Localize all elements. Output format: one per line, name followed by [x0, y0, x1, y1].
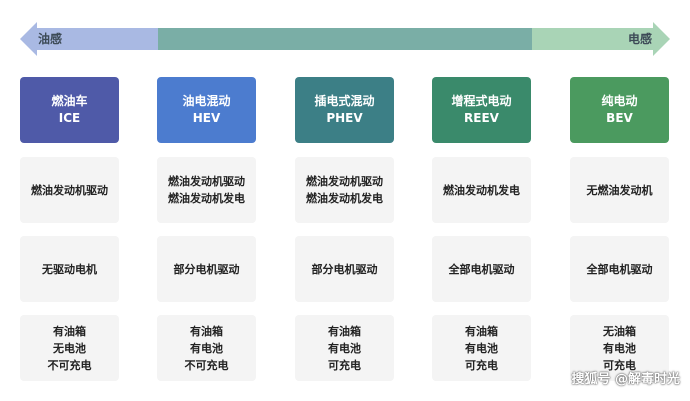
feature-line: 全部电机驱动	[586, 262, 653, 276]
column-header: 燃油车 ICE	[20, 77, 119, 143]
feature-line: 有电池	[328, 341, 361, 355]
feature-cell: 有油箱有电池不可充电	[157, 315, 256, 381]
feature-line: 有油箱	[328, 324, 361, 338]
feature-line: 有电池	[603, 341, 636, 355]
column-header-abbr: HEV	[192, 111, 221, 125]
column-header: 油电混动 HEV	[157, 77, 256, 143]
feature-line: 燃油发动机发电	[306, 192, 383, 205]
feature-line: 有电池	[190, 341, 223, 355]
feature-cell: 无燃油发动机	[570, 157, 669, 223]
arrow-right-segment	[532, 22, 670, 56]
feature-line: 全部电机驱动	[448, 262, 515, 276]
feature-cell: 有油箱有电池可充电	[295, 315, 394, 381]
feature-line: 无油箱	[603, 324, 636, 338]
arrow-right-label: 电感	[628, 32, 653, 46]
feature-line: 无电池	[53, 341, 86, 355]
column-header-name: 燃油车	[51, 94, 88, 108]
feature-cell: 燃油发动机驱动	[20, 157, 119, 223]
feature-line: 燃油发动机驱动	[168, 175, 245, 188]
column-header-abbr: BEV	[606, 111, 633, 125]
feature-cell: 燃油发动机发电	[432, 157, 531, 223]
feature-line: 部分电机驱动	[311, 262, 378, 276]
arrow-middle-segment	[158, 28, 532, 50]
column-header-name: 增程式电动	[451, 94, 512, 108]
feature-line: 有电池	[465, 341, 498, 355]
feature-line: 可充电	[328, 358, 361, 372]
feature-line: 部分电机驱动	[173, 262, 240, 276]
column-header-abbr: PHEV	[326, 111, 363, 125]
feature-line: 无驱动电机	[42, 262, 97, 276]
column-header: 增程式电动 REEV	[432, 77, 531, 143]
feature-line: 燃油发动机驱动	[31, 183, 108, 197]
feature-cell: 有油箱无电池不可充电	[20, 315, 119, 381]
feature-cell: 全部电机驱动	[432, 236, 531, 302]
feature-line: 燃油发动机发电	[168, 192, 245, 205]
feature-line: 有油箱	[53, 324, 86, 338]
gradient-arrow-shape	[20, 22, 670, 56]
column-header-name: 纯电动	[601, 94, 638, 108]
feature-line: 可充电	[465, 358, 498, 372]
feature-line: 燃油发动机发电	[443, 183, 520, 197]
feature-line: 无燃油发动机	[586, 183, 653, 197]
arrow-left-label: 油感	[38, 32, 63, 46]
feature-line: 不可充电	[184, 358, 229, 372]
feature-line: 有油箱	[190, 324, 223, 338]
feature-cell: 部分电机驱动	[157, 236, 256, 302]
feature-cell: 全部电机驱动	[570, 236, 669, 302]
feature-line: 燃油发动机驱动	[306, 175, 383, 188]
column-header: 插电式混动 PHEV	[295, 77, 394, 143]
feature-cell: 部分电机驱动	[295, 236, 394, 302]
feature-cell: 燃油发动机驱动燃油发动机发电	[157, 157, 256, 223]
column-header-name: 油电混动	[182, 94, 231, 108]
arrow-left-segment	[20, 22, 158, 56]
column-header-abbr: ICE	[58, 111, 81, 125]
feature-line: 有油箱	[465, 324, 498, 338]
watermark: 搜狐号 @解毒时光	[571, 372, 680, 387]
feature-line: 可充电	[603, 358, 636, 372]
feature-cell: 无油箱有电池可充电	[570, 315, 669, 381]
feature-line: 不可充电	[47, 358, 92, 372]
column-header-name: 插电式混动	[314, 94, 375, 108]
feature-cell: 有油箱有电池可充电	[432, 315, 531, 381]
column-header: 纯电动 BEV	[570, 77, 669, 143]
feature-cell: 燃油发动机驱动燃油发动机发电	[295, 157, 394, 223]
column-header-abbr: REEV	[464, 111, 499, 125]
oil-to-electric-arrow: 油感 电感	[0, 0, 690, 60]
feature-cell: 无驱动电机	[20, 236, 119, 302]
